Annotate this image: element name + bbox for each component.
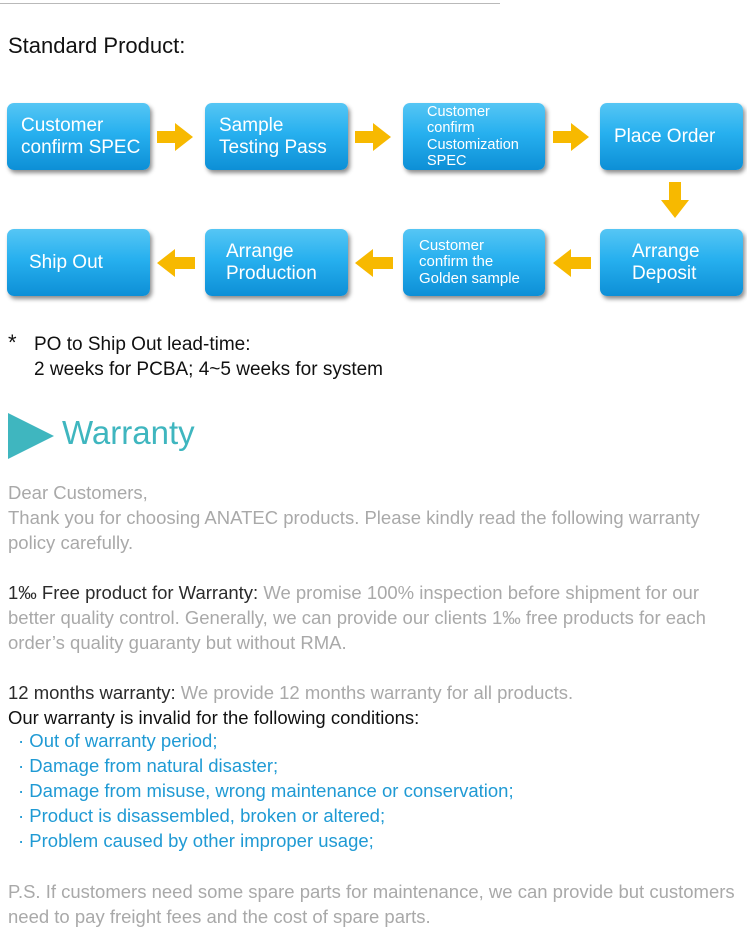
warranty-title: Warranty: [62, 414, 195, 451]
months-warranty-text: We provide 12 months warranty for all pr…: [175, 682, 574, 703]
free-product-text: We promise 100% inspection before shipme…: [8, 582, 706, 653]
list-item: · Out of warranty period;: [18, 730, 218, 751]
list-item: · Damage from misuse, wrong maintenance …: [18, 780, 514, 801]
flow-step-arrange-deposit: Arrange Deposit: [600, 229, 743, 296]
free-product-paragraph: 1‰ Free product for Warranty: We promise…: [8, 580, 743, 655]
asterisk-icon: *: [8, 330, 17, 355]
list-item: · Product is disassembled, broken or alt…: [18, 805, 386, 826]
flow-step-ship-out: Ship Out: [7, 229, 150, 296]
intro-text: Thank you for choosing ANATEC products. …: [8, 507, 700, 553]
flow-step-customer-confirm-customization: Customer confirm Customization SPEC: [403, 103, 545, 170]
greeting: Dear Customers,: [8, 482, 148, 503]
list-item: · Damage from natural disaster;: [18, 755, 279, 776]
flow-step-customer-confirm-golden-sample: Customer confirm the Golden sample: [403, 229, 545, 296]
ps-paragraph: P.S. If customers need some spare parts …: [8, 881, 735, 927]
top-divider: [0, 3, 500, 4]
list-item: · Problem caused by other improper usage…: [18, 830, 374, 851]
lead-time-label: PO to Ship Out lead-time:: [34, 334, 251, 355]
months-warranty-label: 12 months warranty:: [8, 682, 176, 703]
flow-step-arrange-production: Arrange Production: [205, 229, 348, 296]
flow-step-sample-testing-pass: Sample Testing Pass: [205, 103, 348, 170]
invalid-conditions-list: · Out of warranty period; · Damage from …: [18, 728, 514, 853]
flow-step-customer-confirm-spec: Customer confirm SPEC: [7, 103, 150, 170]
lead-time-note: * PO to Ship Out lead-time: 2 weeks for P…: [8, 330, 383, 382]
invalid-conditions-heading: Our warranty is invalid for the followin…: [8, 707, 420, 728]
flow-step-place-order: Place Order: [600, 103, 743, 170]
lead-time-detail: 2 weeks for PCBA; 4~5 weeks for system: [34, 359, 383, 380]
free-product-label: 1‰ Free product for Warranty:: [8, 582, 259, 603]
months-warranty-paragraph: 12 months warranty: We provide 12 months…: [8, 680, 743, 730]
warranty-intro: Dear Customers, Thank you for choosing A…: [8, 480, 743, 555]
page-title: Standard Product:: [8, 33, 186, 58]
play-triangle-icon: [8, 413, 54, 459]
